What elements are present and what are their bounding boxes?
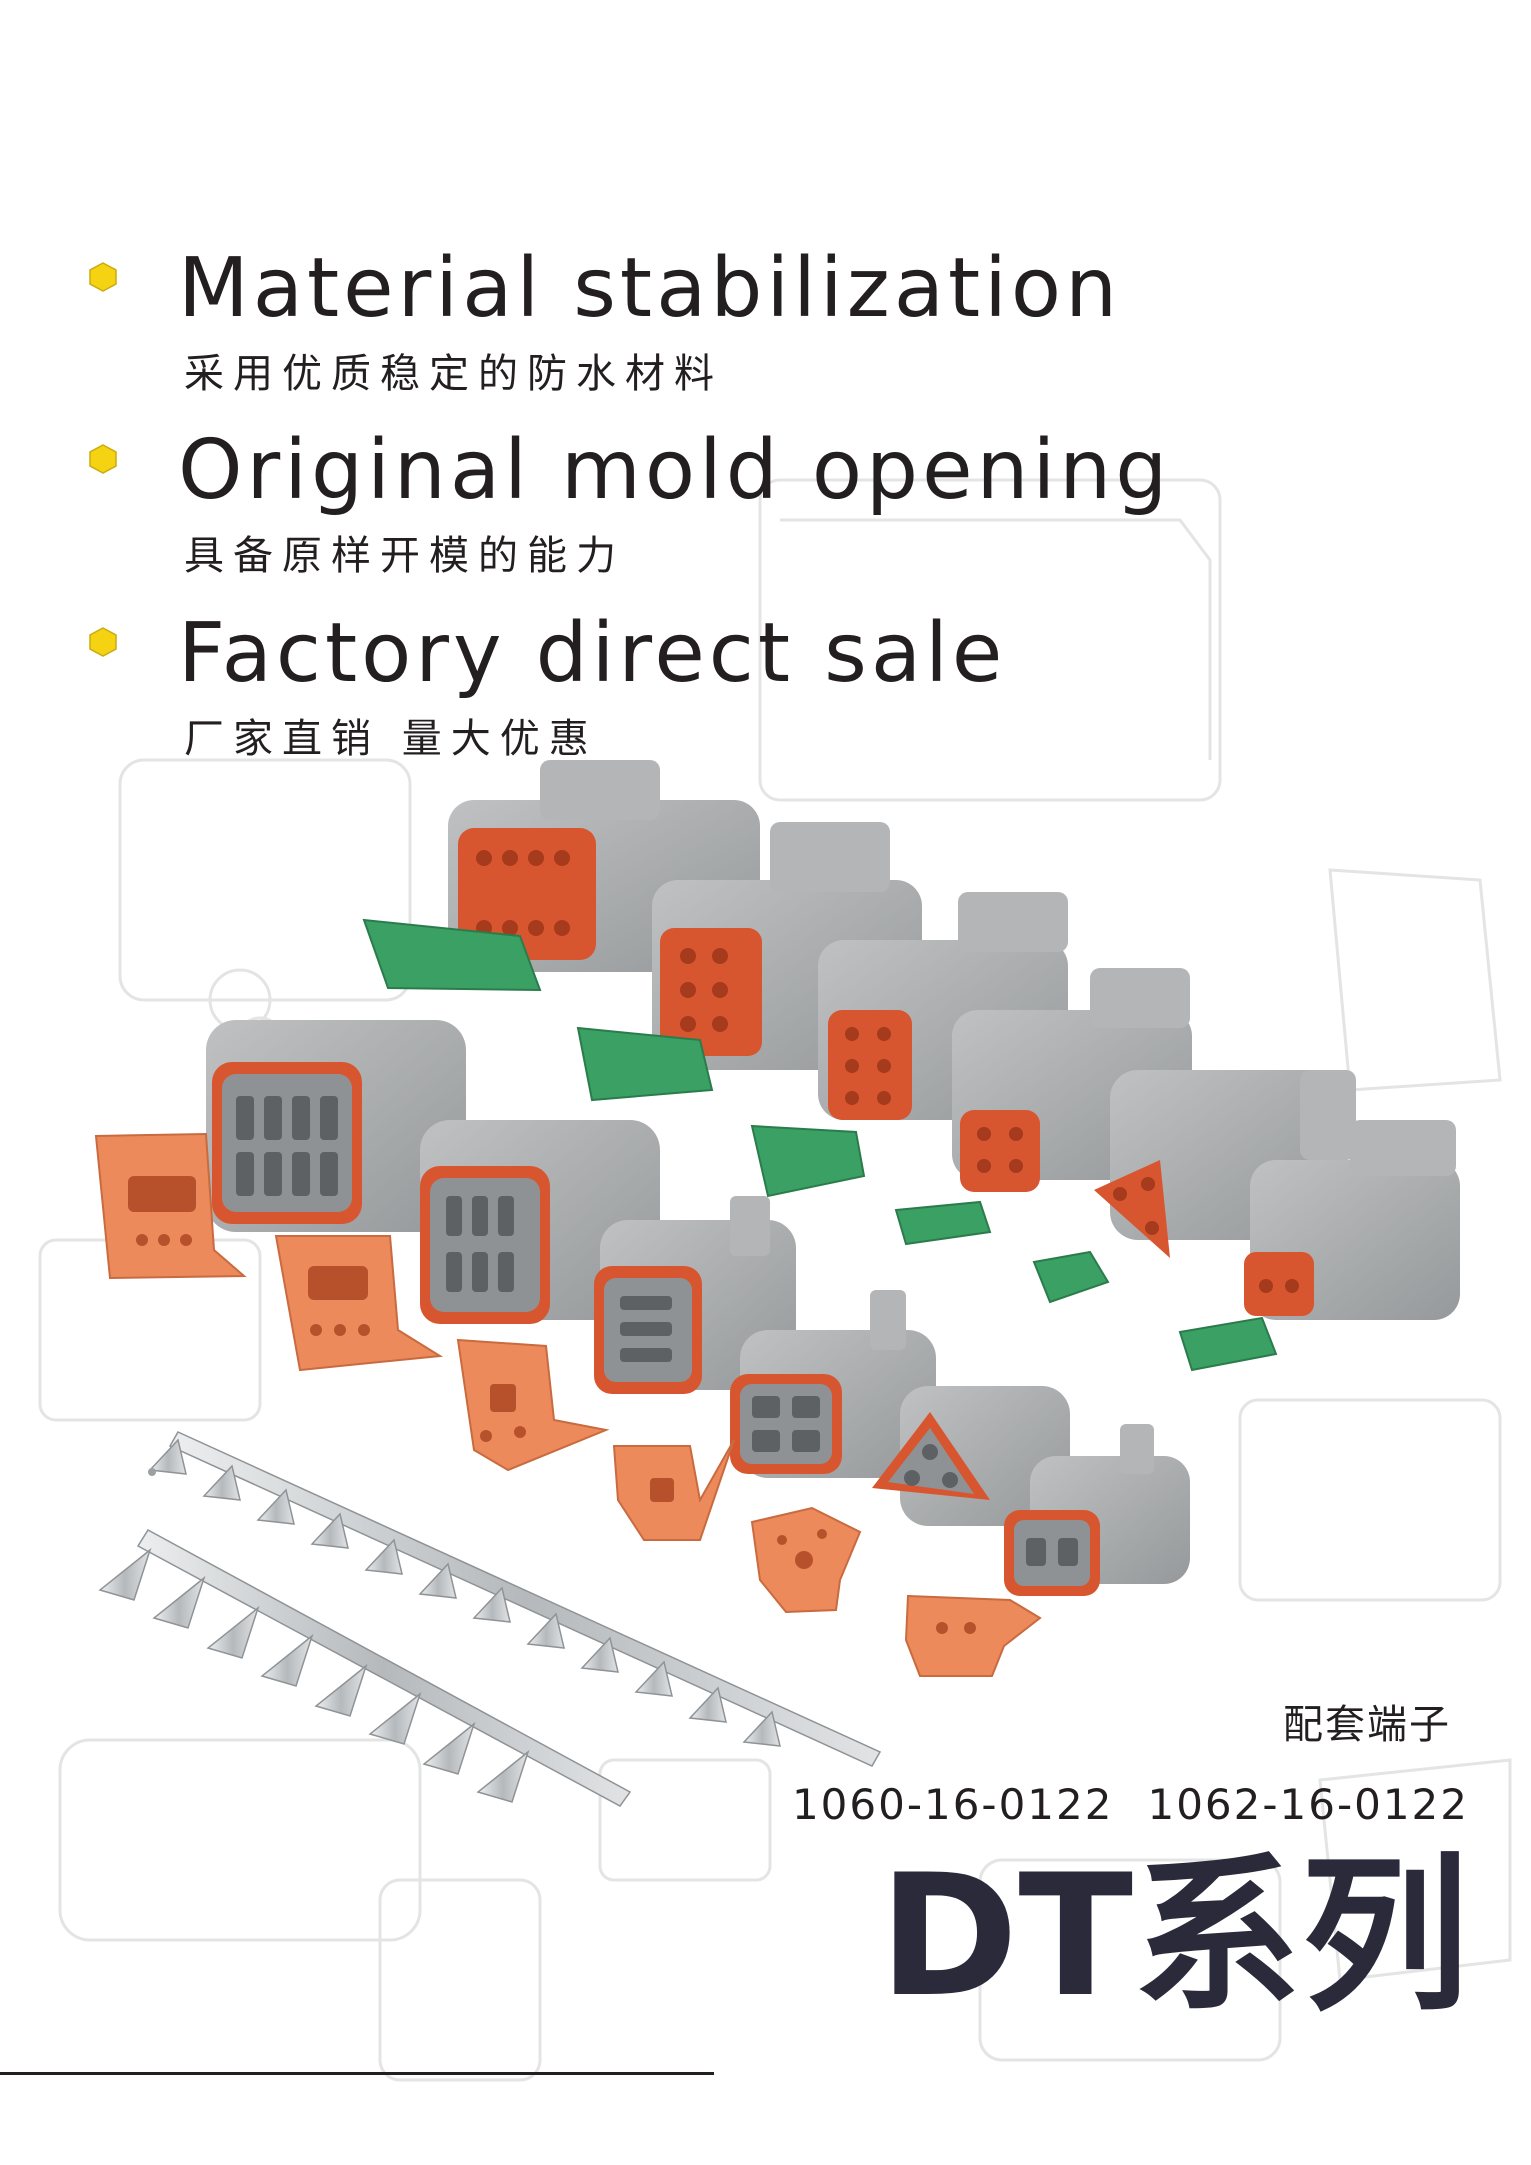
terminal-code: 1060-16-0122 [791, 1780, 1114, 1829]
feature-title-cn: 采用优质稳定的防水材料 [184, 351, 723, 397]
plug-8-pin [652, 822, 922, 1070]
receptacle-12-pin [206, 1020, 466, 1232]
hexagon-bullet-icon [89, 262, 117, 292]
receptacle-2-pin [1004, 1424, 1190, 1596]
terminal-part-numbers: 1060-16-0122 1062-16-0122 [792, 1780, 1469, 1829]
terminal-strips [98, 1431, 882, 1807]
terminal-code: 1062-16-0122 [1147, 1780, 1469, 1829]
hexagon-bullet-icon [89, 627, 117, 657]
receptacle-4-pin [730, 1290, 936, 1478]
feature-title-en: Material stabilization [178, 241, 1122, 336]
feature-title-en: Original mold opening [178, 423, 1172, 518]
matching-terminals-label: 配套端子 [1283, 1702, 1451, 1748]
bottom-divider [0, 2072, 714, 2075]
feature-title-en: Factory direct sale [178, 606, 1007, 701]
feature-title-cn: 具备原样开模的能力 [184, 533, 625, 579]
green-wedges [362, 918, 1278, 1372]
wedge-holes [128, 1176, 976, 1634]
plug-2-pin [1244, 1120, 1460, 1320]
receptacle-3-pin [872, 1386, 1070, 1526]
series-title: DT系列 [878, 1838, 1469, 2034]
feature-title-cn: 厂家直销 量大优惠 [184, 716, 598, 762]
hexagon-bullet-icon [89, 444, 117, 474]
